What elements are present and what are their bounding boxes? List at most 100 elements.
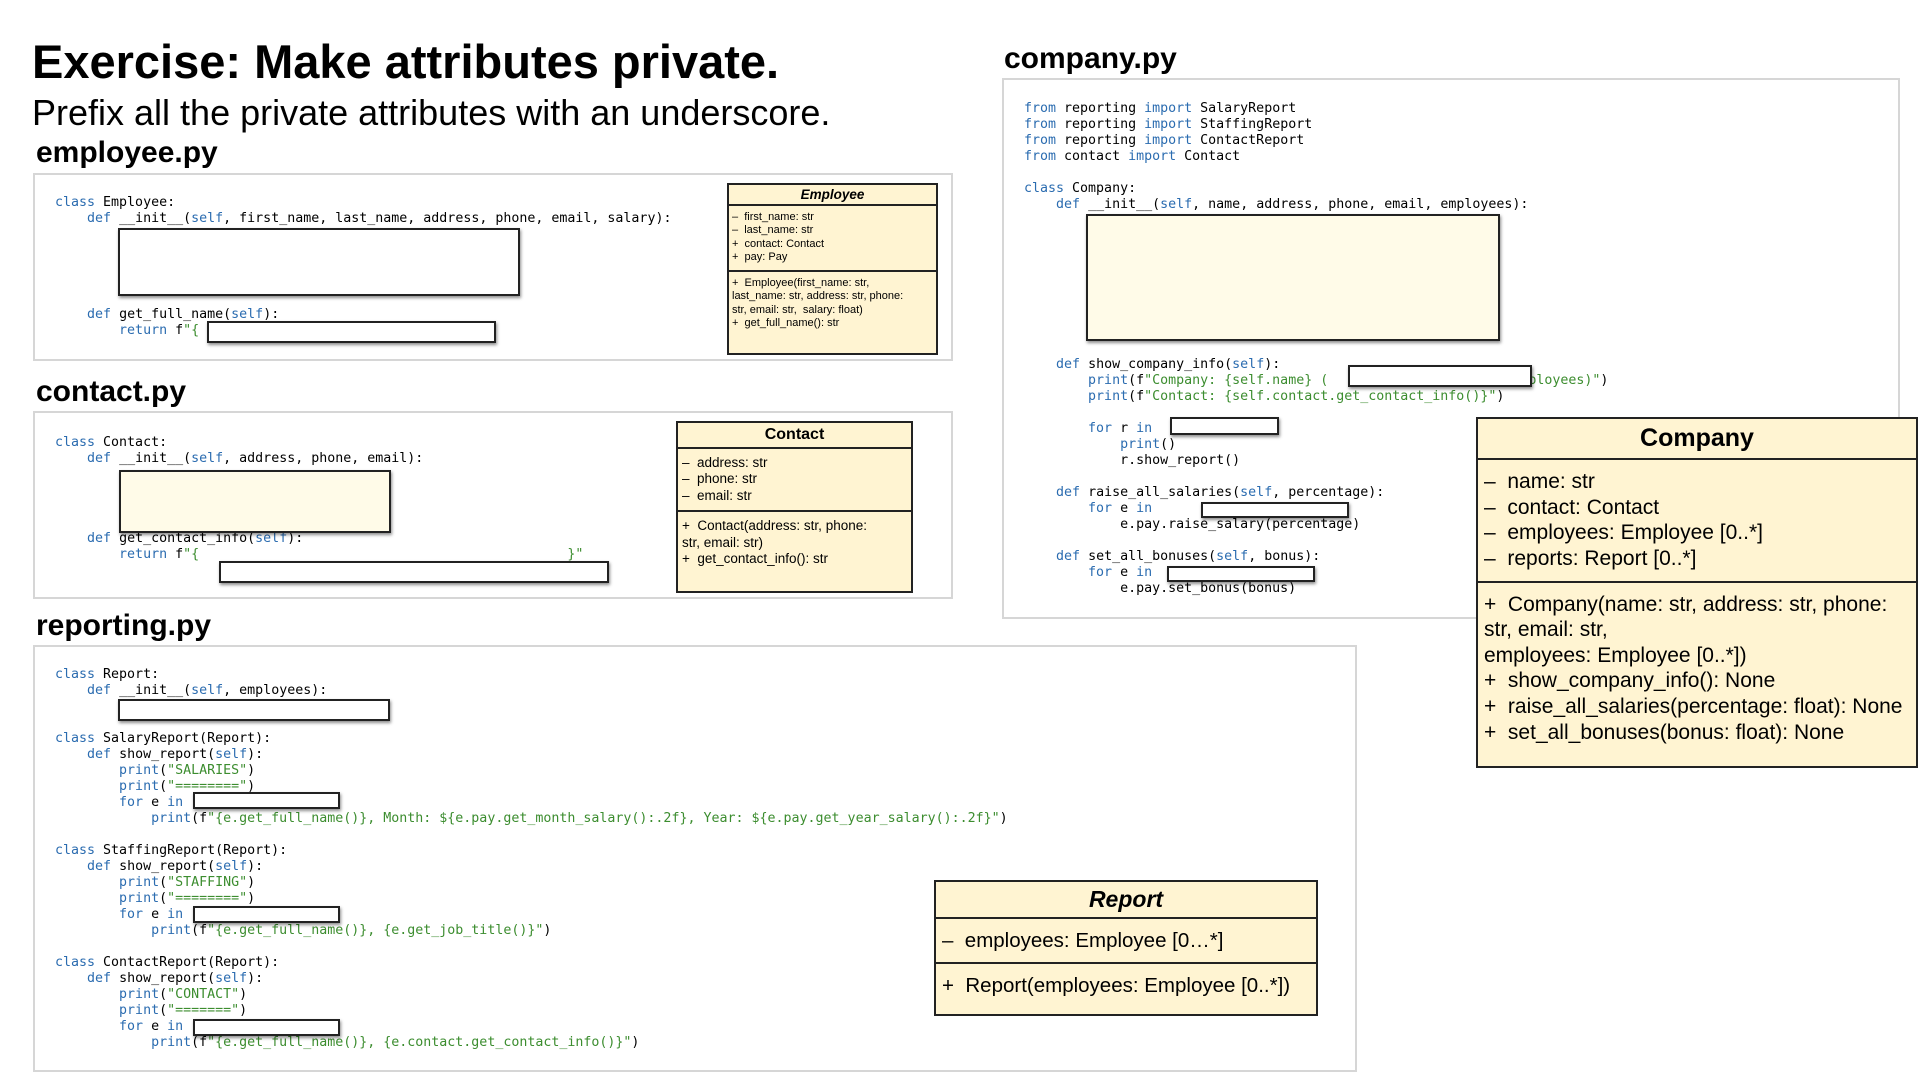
code-token: , bonus): — [1248, 549, 1321, 564]
uml-method: + set_all_bonuses(bonus: float): None — [1484, 720, 1845, 744]
uml-method: str, email: str, — [1484, 618, 1608, 642]
code-token: self — [1216, 549, 1249, 564]
code-token: ) — [247, 779, 256, 794]
company-reports-blank[interactable] — [1170, 417, 1279, 435]
exercise-subtitle: Prefix all the private attributes with a… — [32, 92, 831, 133]
contact-for-blank[interactable] — [193, 1019, 340, 1036]
code-token — [55, 763, 119, 778]
code-token: Company: — [1064, 181, 1137, 196]
code-line: from reporting import SalaryReport — [1024, 101, 1608, 117]
salary-for-blank[interactable] — [193, 792, 340, 809]
uml-attributes-section: – employees: Employee [0…*] — [936, 919, 1316, 965]
uml-attribute: – first_name: str — [732, 211, 814, 223]
file-label-reporting: reporting.py — [36, 609, 212, 642]
code-token: print — [151, 923, 192, 938]
code-token: print — [119, 891, 160, 906]
code-token — [55, 875, 119, 890]
uml-attribute: – employees: Employee [0..*] — [1484, 521, 1763, 545]
code-token: from — [1024, 117, 1057, 132]
code-line: def show_report(self): — [55, 971, 1008, 987]
code-token: , address, phone, email): — [223, 451, 424, 466]
uml-method: + Contact(address: str, phone: — [682, 518, 867, 534]
code-token: "Company: {self.name} ( employees)" — [1144, 373, 1601, 388]
company-init-blank[interactable] — [1086, 214, 1500, 341]
code-line: def __init__(self, employees): — [55, 683, 1008, 699]
code-token: contact — [1056, 149, 1129, 164]
code-token: self — [215, 971, 248, 986]
code-token: get_contact_info( — [111, 531, 256, 546]
code-token: (f — [191, 811, 208, 826]
code-token — [55, 795, 119, 810]
code-token: e — [143, 795, 168, 810]
employee-fullname-blank[interactable] — [207, 321, 496, 343]
code-token: import — [1144, 133, 1193, 148]
code-line: e.pay.raise_salary(percentage) — [1024, 517, 1608, 533]
code-token: in — [167, 907, 184, 922]
staffing-for-blank[interactable] — [193, 906, 340, 923]
code-line: print(f"{e.get_full_name()}, Month: ${e.… — [55, 811, 1008, 827]
code-line: def raise_all_salaries(self, percentage)… — [1024, 485, 1608, 501]
code-token: self — [1160, 197, 1193, 212]
code-token: print — [119, 1003, 160, 1018]
code-token: in — [1136, 421, 1153, 436]
company-salaries-blank[interactable] — [1201, 502, 1349, 518]
code-line: for e in — [55, 907, 1008, 923]
code-token — [199, 547, 567, 562]
uml-class-name: Company — [1478, 419, 1916, 460]
report-init-blank[interactable] — [118, 699, 390, 721]
code-line: class Employee: — [55, 195, 671, 211]
code-token: for — [119, 1019, 144, 1034]
code-token: def — [87, 307, 112, 322]
code-token: def — [1056, 197, 1081, 212]
code-token: e — [143, 1019, 168, 1034]
code-line: print("SALARIES") — [55, 763, 1008, 779]
code-token: print — [1088, 373, 1129, 388]
code-token: def — [1056, 549, 1081, 564]
code-token — [55, 859, 87, 874]
code-token: ( — [159, 1003, 168, 1018]
uml-attribute: – employees: Employee [0…*] — [942, 929, 1224, 952]
file-label-company: company.py — [1004, 42, 1177, 75]
code-line — [1024, 341, 1608, 357]
code-token: from — [1024, 133, 1057, 148]
code-line: def __init__(self, name, address, phone,… — [1024, 197, 1608, 213]
code-token — [1024, 437, 1120, 452]
code-token: show_report( — [111, 971, 216, 986]
code-line: print("=======") — [55, 1003, 1008, 1019]
code-token — [1024, 485, 1056, 500]
code-token: def — [1056, 485, 1081, 500]
contact-info-blank[interactable] — [219, 561, 609, 583]
code-token: print — [119, 987, 160, 1002]
code-token: for — [119, 907, 144, 922]
code-token: self — [215, 859, 248, 874]
code-token: e — [1112, 565, 1137, 580]
company-bonuses-blank[interactable] — [1167, 566, 1315, 582]
code-token: def — [87, 859, 112, 874]
code-token: class — [55, 955, 96, 970]
code-line: for e in — [55, 1019, 1008, 1035]
code-token — [1024, 197, 1056, 212]
company-employees-count-blank[interactable] — [1348, 365, 1532, 387]
code-line: class Contact: — [55, 435, 583, 451]
code-token: ) — [247, 763, 256, 778]
uml-method: + show_company_info(): None — [1484, 669, 1776, 693]
uml-attribute: – address: str — [682, 455, 768, 470]
code-token: def — [87, 451, 112, 466]
uml-attribute: – name: str — [1484, 470, 1595, 493]
uml-attributes-section: – name: str– contact: Contact– employees… — [1478, 460, 1916, 583]
uml-attribute: – contact: Contact — [1484, 495, 1660, 519]
code-token: ( — [159, 875, 168, 890]
code-token — [1024, 501, 1088, 516]
code-token: class — [55, 731, 96, 746]
code-token: class — [55, 435, 96, 450]
contact-init-blank[interactable] — [119, 470, 391, 533]
uml-methods-section: + Employee(first_name: str,last_name: st… — [729, 272, 936, 336]
uml-method: + Employee(first_name: str, — [732, 276, 870, 289]
code-token — [55, 547, 119, 562]
uml-methods-section: + Company(name: str, address: str, phone… — [1478, 583, 1916, 755]
code-token: for — [1088, 501, 1113, 516]
code-line: print() — [1024, 437, 1608, 453]
code-token: self — [1232, 357, 1265, 372]
employee-init-blank[interactable] — [118, 228, 520, 296]
